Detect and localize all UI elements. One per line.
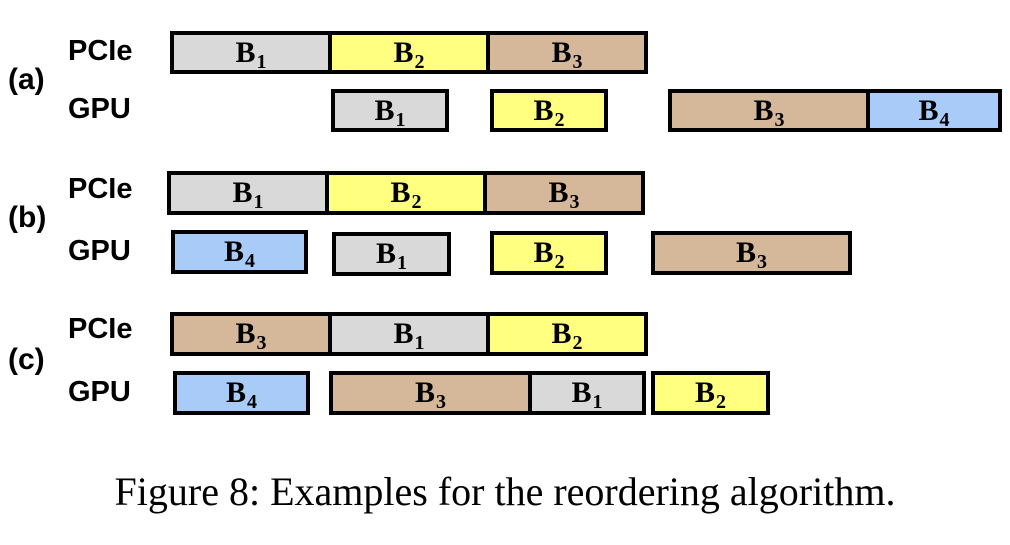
block-letter: B xyxy=(551,317,572,350)
block-letter: B xyxy=(551,35,572,69)
block-letter: B xyxy=(374,93,395,127)
block-letter: B xyxy=(753,93,774,127)
block-letter: B xyxy=(918,93,939,127)
block-letter: B xyxy=(533,93,554,127)
block-index: 2 xyxy=(572,332,583,354)
block-letter: B xyxy=(393,317,414,350)
block-index: 2 xyxy=(411,191,422,213)
panel-label-c: (c) xyxy=(8,343,45,376)
block-letter: B xyxy=(735,236,756,269)
block-letter: B xyxy=(235,317,256,350)
block-index: 1 xyxy=(397,252,407,274)
block-index: 2 xyxy=(554,251,565,273)
row-label-gpu: GPU xyxy=(68,376,131,408)
block-letter: B xyxy=(390,176,411,209)
block-index: 3 xyxy=(436,391,446,413)
block-letter: B xyxy=(548,176,569,209)
block-letter: B xyxy=(223,235,244,268)
block-letter: B xyxy=(694,376,715,409)
row-label-pcie: PCIe xyxy=(68,173,133,205)
row-label-pcie: PCIe xyxy=(68,35,133,67)
block-letter: B xyxy=(571,376,592,409)
block-index: 1 xyxy=(256,50,267,73)
panel-label-a: (a) xyxy=(8,63,45,96)
block-letter: B xyxy=(414,376,435,409)
block-letter: B xyxy=(232,176,253,209)
block-index: 4 xyxy=(245,250,255,272)
block-index: 2 xyxy=(716,391,726,413)
block-letter: B xyxy=(375,237,396,270)
block-letter: B xyxy=(225,376,246,409)
block-index: 2 xyxy=(554,108,565,131)
block-index: 4 xyxy=(939,108,950,131)
block-index: 1 xyxy=(395,108,406,131)
block-index: 2 xyxy=(414,50,425,73)
block-index: 3 xyxy=(569,191,580,213)
block-letter: B xyxy=(235,35,256,69)
row-label-gpu: GPU xyxy=(68,93,131,125)
block-index: 3 xyxy=(774,108,785,131)
block-index: 3 xyxy=(572,50,583,73)
figure-caption: Figure 8: Examples for the reordering al… xyxy=(114,469,896,514)
block-index: 1 xyxy=(592,391,603,413)
row-label-gpu: GPU xyxy=(68,235,131,267)
row-label-pcie: PCIe xyxy=(68,313,133,345)
block-index: 3 xyxy=(256,332,267,354)
block-letter: B xyxy=(533,236,554,269)
block-index: 3 xyxy=(757,251,767,273)
block-index: 4 xyxy=(247,391,257,413)
block-letter: B xyxy=(393,35,414,69)
block-index: 1 xyxy=(253,191,264,213)
panel-label-b: (b) xyxy=(8,201,47,234)
block-index: 1 xyxy=(414,332,425,354)
